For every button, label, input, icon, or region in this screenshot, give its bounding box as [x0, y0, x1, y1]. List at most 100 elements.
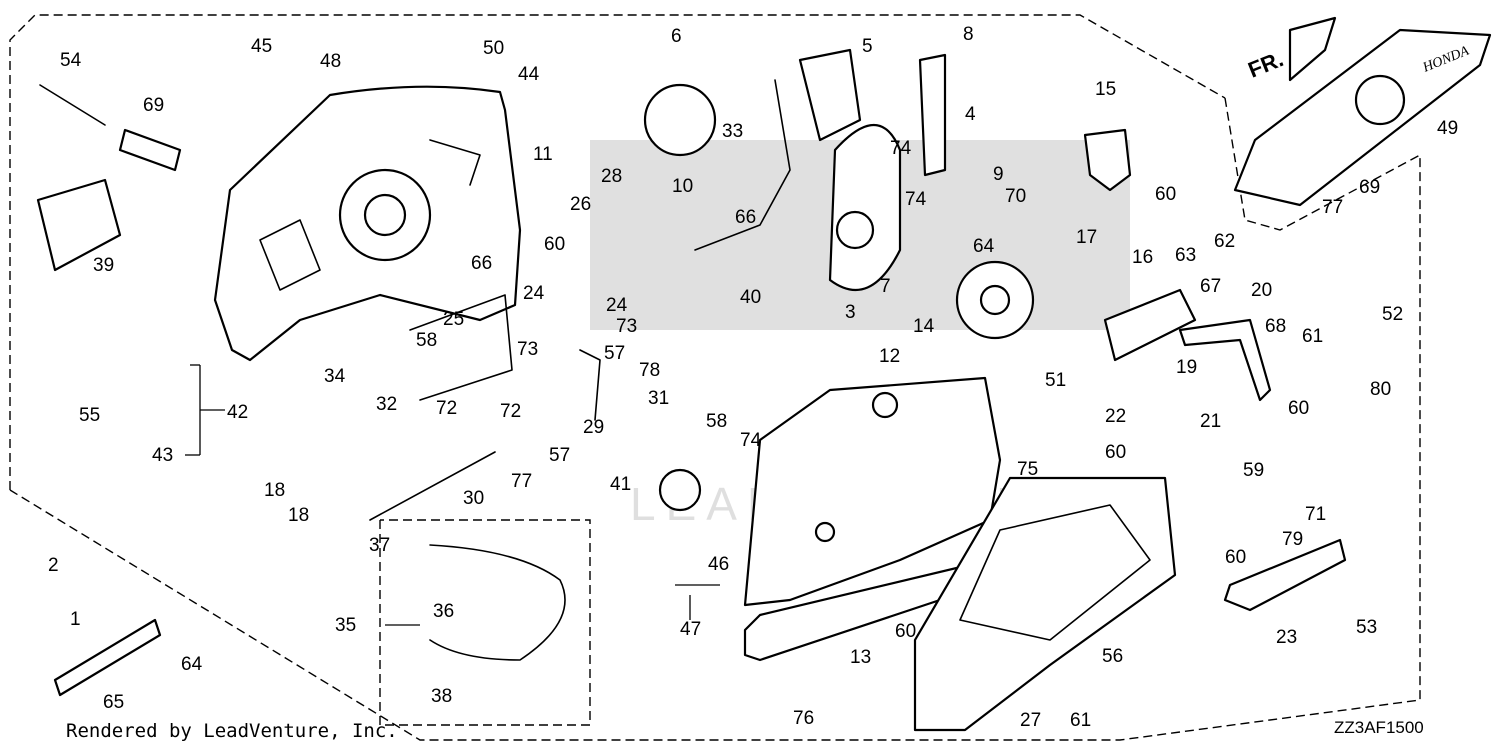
callout-label: 16 — [1132, 247, 1153, 268]
callout-label: 29 — [583, 417, 604, 438]
callout-label: 18 — [288, 505, 309, 526]
callout-label: 72 — [436, 398, 457, 419]
callout-label: 50 — [483, 38, 504, 59]
callout-label: 57 — [549, 445, 570, 466]
callout-label: 69 — [143, 95, 164, 116]
callout-label: 28 — [601, 166, 622, 187]
callout-label: 58 — [416, 330, 437, 351]
callout-label: 54 — [60, 50, 82, 71]
callout-label: 42 — [227, 402, 248, 423]
callout-label: 68 — [1265, 316, 1286, 337]
callout-labels: 1 2 3 4 5 6 7 8 9 10 11 12 13 14 15 16 1… — [48, 24, 1458, 731]
callout-label: 78 — [639, 360, 660, 381]
callout-label: 66 — [471, 253, 492, 274]
callout-label: 60 — [1105, 442, 1126, 463]
callout-label: 77 — [1322, 197, 1343, 218]
callout-label: 26 — [570, 194, 591, 215]
callout-label: 19 — [1176, 357, 1197, 378]
side-cover-left — [213, 85, 522, 362]
callout-label: 56 — [1102, 646, 1123, 667]
callout-label: 77 — [511, 471, 532, 492]
callout-label: 9 — [993, 164, 1004, 185]
callout-label: 72 — [500, 401, 521, 422]
callout-label: 55 — [79, 405, 100, 426]
callout-label: 52 — [1382, 304, 1403, 325]
callout-label: 6 — [671, 26, 682, 47]
callout-label: 46 — [708, 554, 729, 575]
callout-label: 34 — [324, 366, 346, 387]
callout-label: 71 — [1305, 504, 1326, 525]
callout-label: 79 — [1282, 529, 1303, 550]
callout-label: 66 — [735, 207, 756, 228]
callout-label: 41 — [610, 474, 631, 495]
callout-label: 8 — [963, 24, 974, 45]
callout-label: 70 — [1005, 186, 1026, 207]
callout-label: 43 — [152, 445, 173, 466]
callout-label: 74 — [740, 430, 762, 451]
callout-label: 61 — [1070, 710, 1091, 731]
diagram-code: ZZ3AF1500 — [1334, 718, 1424, 737]
callout-label: 60 — [895, 621, 916, 642]
callout-label: 49 — [1437, 118, 1458, 139]
callout-label: 17 — [1076, 227, 1097, 248]
callout-label: 37 — [369, 535, 390, 556]
callout-label: 45 — [251, 36, 272, 57]
callout-label: 62 — [1214, 231, 1235, 252]
callout-label: 57 — [604, 343, 625, 364]
parts-misc — [36, 48, 1347, 697]
callout-label: 69 — [1359, 177, 1380, 198]
callout-label: 75 — [1017, 459, 1038, 480]
callout-label: 2 — [48, 555, 59, 576]
callout-label: 35 — [335, 615, 356, 636]
callout-label: 14 — [913, 316, 935, 337]
callout-label: 60 — [1155, 184, 1176, 205]
callout-label: 44 — [518, 64, 540, 85]
callout-label: 58 — [706, 411, 727, 432]
callout-label: 4 — [965, 104, 976, 125]
callout-label: 12 — [879, 346, 900, 367]
callout-label: 64 — [181, 654, 203, 675]
callout-label: 24 — [606, 295, 628, 316]
callout-label: 60 — [1225, 547, 1246, 568]
callout-label: 63 — [1175, 245, 1196, 266]
callout-label: 20 — [1251, 280, 1272, 301]
callout-label: 73 — [517, 339, 538, 360]
callout-label: 47 — [680, 619, 701, 640]
callout-label: 61 — [1302, 326, 1323, 347]
callout-label: 23 — [1276, 627, 1297, 648]
callout-label: 80 — [1370, 379, 1391, 400]
callout-label: 10 — [672, 176, 693, 197]
callout-label: 73 — [616, 316, 637, 337]
callout-label: 13 — [850, 647, 871, 668]
callout-label: 22 — [1105, 406, 1126, 427]
assembly-boundary — [9, 14, 1421, 741]
callout-label: 31 — [648, 388, 669, 409]
callout-label: 32 — [376, 394, 397, 415]
callout-label: 74 — [890, 138, 912, 159]
top-cover-49 — [1233, 16, 1492, 207]
callout-label: 24 — [523, 283, 545, 304]
callout-label: 5 — [862, 36, 873, 57]
callout-label: 39 — [93, 255, 114, 276]
callout-label: 21 — [1200, 411, 1221, 432]
callout-label: 40 — [740, 287, 761, 308]
callout-label: 65 — [103, 692, 124, 713]
callout-label: 38 — [431, 686, 452, 707]
main-cover-right — [743, 376, 1177, 732]
callout-label: 11 — [533, 144, 553, 165]
callout-label: 67 — [1200, 276, 1221, 297]
callout-label: 15 — [1095, 79, 1116, 100]
callout-label: 36 — [433, 601, 454, 622]
callout-label: 60 — [544, 234, 565, 255]
callout-label: 76 — [793, 708, 814, 729]
callout-label: 3 — [845, 302, 856, 323]
callout-label: 18 — [264, 480, 285, 501]
callout-label: 53 — [1356, 617, 1377, 638]
callout-label: 60 — [1288, 398, 1309, 419]
callout-label: 48 — [320, 51, 341, 72]
callout-label: 1 — [70, 609, 81, 630]
callout-label: 64 — [973, 236, 995, 257]
callout-label: 25 — [443, 309, 464, 330]
footer-credit: Rendered by LeadVenture, Inc. — [66, 720, 398, 742]
